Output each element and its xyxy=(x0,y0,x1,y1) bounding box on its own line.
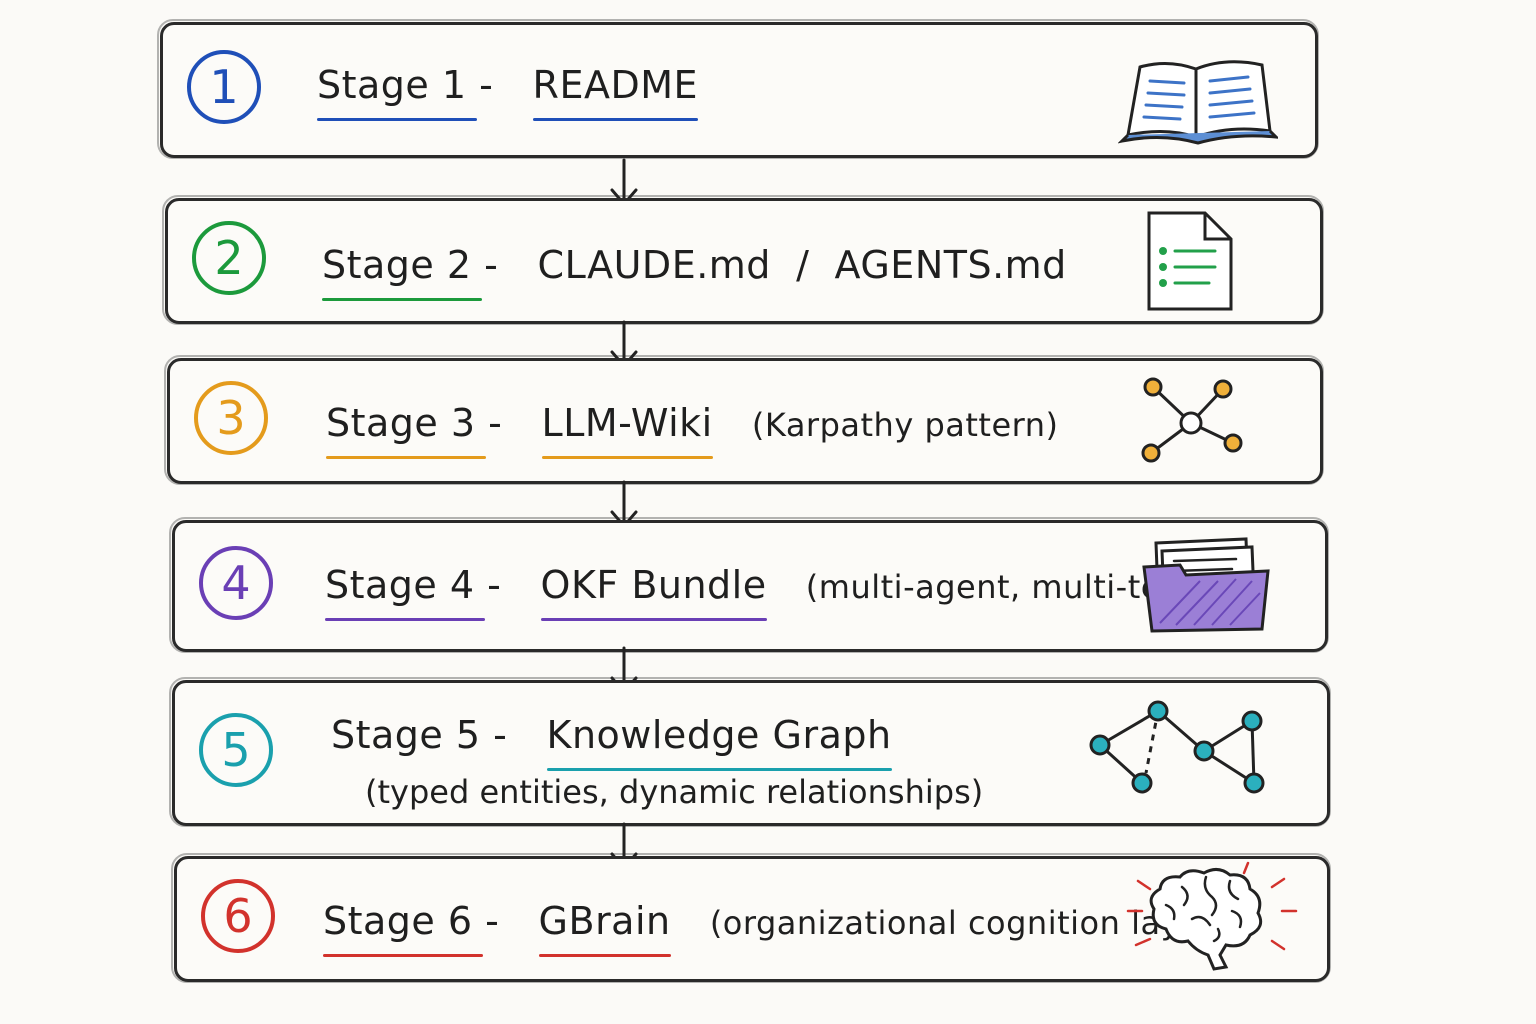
stage-4-number: 4 xyxy=(199,546,273,620)
stage-5-box: 5 Stage 5 - Knowledge Graph (typed entit… xyxy=(169,677,1331,827)
stage-2-name: CLAUDE.md / AGENTS.md xyxy=(537,243,1067,287)
stage-6-name: GBrain xyxy=(538,899,671,943)
stage-1-number: 1 xyxy=(187,50,261,124)
stage-2-label: Stage 2 xyxy=(322,243,472,287)
stage-1-name: README xyxy=(532,63,699,107)
stage-6-number: 6 xyxy=(201,879,275,953)
open-book-icon xyxy=(1118,60,1278,145)
stage-2-box: 2 Stage 2 - CLAUDE.md / AGENTS.md xyxy=(162,195,1324,325)
document-checklist-icon xyxy=(1147,211,1233,311)
stage-5-label: Stage 5 xyxy=(331,713,481,757)
stage-4-name: OKF Bundle xyxy=(540,563,767,607)
stage-3-label: Stage 3 xyxy=(326,401,476,445)
brain-icon xyxy=(1126,861,1298,971)
hub-network-icon xyxy=(1141,377,1243,463)
stage-3-name: LLM-Wiki xyxy=(541,401,713,445)
graph-network-icon xyxy=(1089,700,1265,794)
stage-3-box: 3 Stage 3 - LLM-Wiki (Karpathy pattern) xyxy=(164,355,1324,485)
stage-4-label: Stage 4 xyxy=(325,563,475,607)
stage-6-box: 6 Stage 6 - GBrain (organizational cogni… xyxy=(171,853,1331,983)
stage-1-label: Stage 1 xyxy=(317,63,467,107)
stage-5-name: Knowledge Graph xyxy=(546,713,892,757)
stage-5-number: 5 xyxy=(199,713,273,787)
stage-3-detail: (Karpathy pattern) xyxy=(751,406,1059,444)
stage-3-number: 3 xyxy=(194,381,268,455)
stage-2-number: 2 xyxy=(192,221,266,295)
stage-4-box: 4 Stage 4 - OKF Bundle (multi-agent, mul… xyxy=(169,517,1329,653)
folder-files-icon xyxy=(1142,537,1270,633)
stage-5-detail: (typed entities, dynamic relationships) xyxy=(365,773,984,811)
stage-6-label: Stage 6 xyxy=(323,899,473,943)
stage-1-box: 1 Stage 1 - README xyxy=(157,19,1319,159)
